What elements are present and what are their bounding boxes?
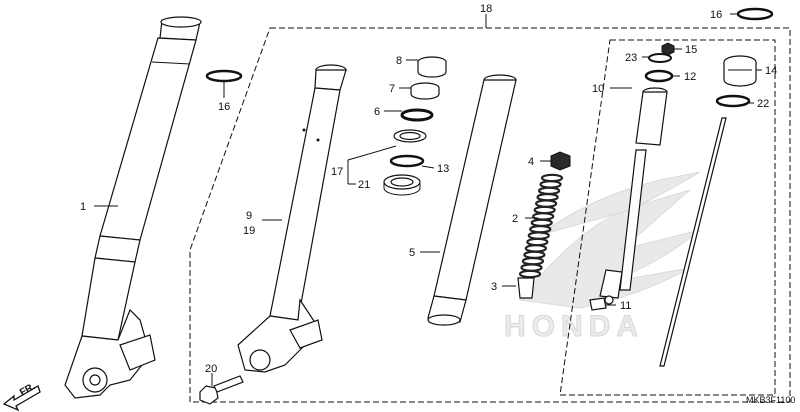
ref-15: 15 bbox=[685, 44, 697, 56]
ref-2: 2 bbox=[512, 213, 518, 225]
damper-rod bbox=[659, 117, 727, 367]
ref-16-right: 16 bbox=[710, 9, 722, 21]
bushing-7 bbox=[410, 82, 440, 100]
spring-2 bbox=[518, 173, 564, 279]
ref-12: 12 bbox=[684, 71, 696, 83]
o-ring-23 bbox=[648, 53, 672, 63]
front-label: FR. bbox=[18, 381, 38, 399]
ref-20: 20 bbox=[205, 363, 217, 375]
bolt-15 bbox=[661, 42, 675, 56]
ref-7: 7 bbox=[389, 83, 395, 95]
bolt-20 bbox=[199, 375, 244, 405]
ref-1: 1 bbox=[80, 201, 86, 213]
collar-3 bbox=[517, 277, 535, 299]
ref-13: 13 bbox=[437, 163, 449, 175]
ref-22: 22 bbox=[757, 98, 769, 110]
ref-21: 21 bbox=[358, 179, 370, 191]
assembly-boundary-10 bbox=[559, 39, 776, 396]
damper-assembly-10 bbox=[599, 87, 668, 305]
leader-lines bbox=[94, 13, 762, 306]
honda-watermark-text: HONDA bbox=[504, 310, 644, 343]
fork-slider-9-19 bbox=[237, 64, 347, 373]
o-ring-16-right bbox=[736, 7, 774, 21]
stopper-ring-13 bbox=[389, 154, 425, 168]
ref-14: 14 bbox=[765, 65, 777, 77]
ref-6: 6 bbox=[374, 106, 380, 118]
ref-5: 5 bbox=[409, 247, 415, 259]
ref-3: 3 bbox=[491, 281, 497, 293]
bushing-8 bbox=[417, 56, 447, 78]
ref-16-left: 16 bbox=[218, 101, 230, 113]
nut-4 bbox=[550, 151, 571, 171]
ref-23: 23 bbox=[625, 52, 637, 64]
ref-17: 17 bbox=[331, 166, 343, 178]
ref-9: 9 bbox=[246, 210, 252, 222]
ref-19: 19 bbox=[243, 225, 255, 237]
oil-seal-17 bbox=[393, 129, 427, 143]
dust-seal-21 bbox=[383, 174, 421, 196]
o-ring-16-left bbox=[205, 69, 243, 83]
fork-assembly-left bbox=[64, 16, 202, 399]
inner-tube-5 bbox=[427, 74, 517, 326]
ref-8: 8 bbox=[396, 55, 402, 67]
washer-6 bbox=[400, 108, 434, 122]
o-ring-12 bbox=[644, 69, 674, 83]
assembly-boundary-18 bbox=[189, 27, 791, 403]
ref-10: 10 bbox=[592, 83, 604, 95]
front-direction-arrow: FR. bbox=[2, 381, 41, 412]
spring-coil bbox=[518, 269, 542, 279]
diagram-code: MKB3F1100 bbox=[746, 395, 795, 405]
nut-11 bbox=[589, 297, 607, 311]
ref-18: 18 bbox=[480, 3, 492, 15]
o-ring-22 bbox=[715, 94, 751, 108]
fork-bolt-14 bbox=[723, 55, 757, 87]
ref-4: 4 bbox=[528, 156, 534, 168]
ref-11: 11 bbox=[620, 300, 631, 312]
